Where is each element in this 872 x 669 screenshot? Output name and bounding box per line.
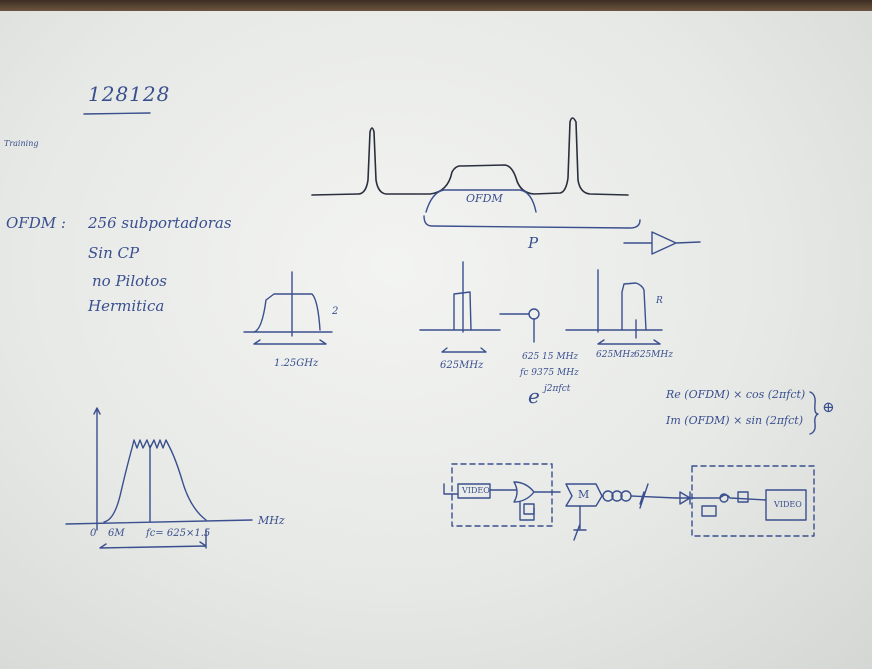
ofdm-prefix: OFDM : bbox=[6, 214, 66, 232]
spectrum-a-shape bbox=[253, 293, 321, 333]
iq-sum-symbol: ⊕ bbox=[822, 398, 835, 416]
bottom-plot-x-axis bbox=[65, 519, 253, 525]
spectrum-c-box bbox=[621, 282, 647, 331]
modulator-label: M bbox=[578, 488, 590, 501]
spectrum-b-width bbox=[441, 347, 487, 353]
photodiode bbox=[675, 491, 695, 505]
ofdm-line-3: no Pilotos bbox=[92, 272, 167, 290]
spectrum-a-width-label: 1.25GHz bbox=[274, 358, 319, 369]
bottom-plot-spectrum bbox=[103, 439, 207, 523]
rx-adc-box bbox=[737, 491, 749, 503]
spectrum-b-exponential: e bbox=[528, 384, 540, 408]
video-in-connector bbox=[443, 483, 459, 495]
iq-brace bbox=[809, 391, 819, 435]
spectrum-b-box bbox=[453, 291, 472, 331]
corner-note: Training bbox=[4, 139, 39, 148]
rx-filter-box bbox=[701, 505, 717, 517]
spectrum-c-right-label: 625MHz bbox=[634, 350, 673, 360]
ofdm-line-4: Hermitica bbox=[88, 297, 165, 315]
spectrum-b-exponent: j2πfct bbox=[544, 384, 571, 394]
bottom-plot-tick-1: 6M bbox=[108, 528, 125, 539]
fiber-attenuator bbox=[639, 483, 649, 509]
bottom-plot-tick-2: fc= 625×1.5 bbox=[146, 528, 211, 539]
video-in-box bbox=[457, 483, 491, 499]
tx-wiring bbox=[489, 489, 561, 521]
bottom-plot-span bbox=[99, 529, 207, 549]
mixer-symbol bbox=[528, 308, 540, 320]
header-underline bbox=[83, 112, 151, 115]
bottom-plot-unit: MHz bbox=[258, 514, 285, 527]
video-out-box bbox=[765, 489, 807, 521]
video-out-label: VIDEO bbox=[774, 500, 802, 509]
bottom-plot-origin: 0 bbox=[90, 528, 97, 539]
spectrum-c-left-label: 625MHz bbox=[596, 350, 635, 360]
modulator-shape bbox=[565, 483, 603, 507]
spectrum-a-side-mark: 2 bbox=[332, 306, 339, 317]
rx-wiring bbox=[693, 494, 767, 501]
iq-equation-im: Im (OFDM) × sin (2πfct) bbox=[666, 414, 804, 427]
top-spectrum-curve bbox=[311, 117, 629, 196]
spectrum-b-freq-2: fc 9375 MHz bbox=[520, 368, 579, 378]
mixer-input bbox=[499, 313, 535, 343]
spectrum-a-width bbox=[253, 339, 327, 345]
top-span-label: P bbox=[528, 234, 539, 252]
fiber-coil-2 bbox=[611, 490, 623, 502]
spectrum-b-freq-1: 625 15 MHz bbox=[522, 352, 579, 362]
amplifier-symbol bbox=[623, 231, 701, 255]
tx-filter-box bbox=[523, 503, 535, 515]
ofdm-line-1: 256 subportadoras bbox=[88, 214, 232, 232]
spectrum-c-width bbox=[597, 339, 661, 345]
top-span-bracket bbox=[423, 215, 641, 229]
ofdm-line-2: Sin CP bbox=[88, 244, 140, 262]
fiber-line bbox=[630, 495, 677, 499]
header-number: 128128 bbox=[88, 82, 171, 106]
rx-dashed-box bbox=[691, 465, 815, 537]
ofdm-block-label: OFDM bbox=[466, 192, 503, 205]
tx-dashed-box bbox=[451, 463, 553, 527]
bottom-plot-y-axis bbox=[93, 407, 101, 531]
spectrum-b-width-label: 625MHz bbox=[440, 360, 484, 371]
iq-equation-re: Re (OFDM) × cos (2πfct) bbox=[666, 388, 806, 401]
video-in-label: VIDEO bbox=[462, 486, 490, 495]
spectrum-c-side-mark: R bbox=[656, 296, 663, 306]
fiber-coil-1 bbox=[602, 490, 614, 502]
whiteboard-top-frame bbox=[0, 0, 872, 11]
modulator-bias bbox=[573, 505, 587, 541]
or-gate bbox=[513, 481, 535, 503]
rx-mixer bbox=[719, 493, 729, 503]
ofdm-block-outline bbox=[425, 189, 537, 213]
